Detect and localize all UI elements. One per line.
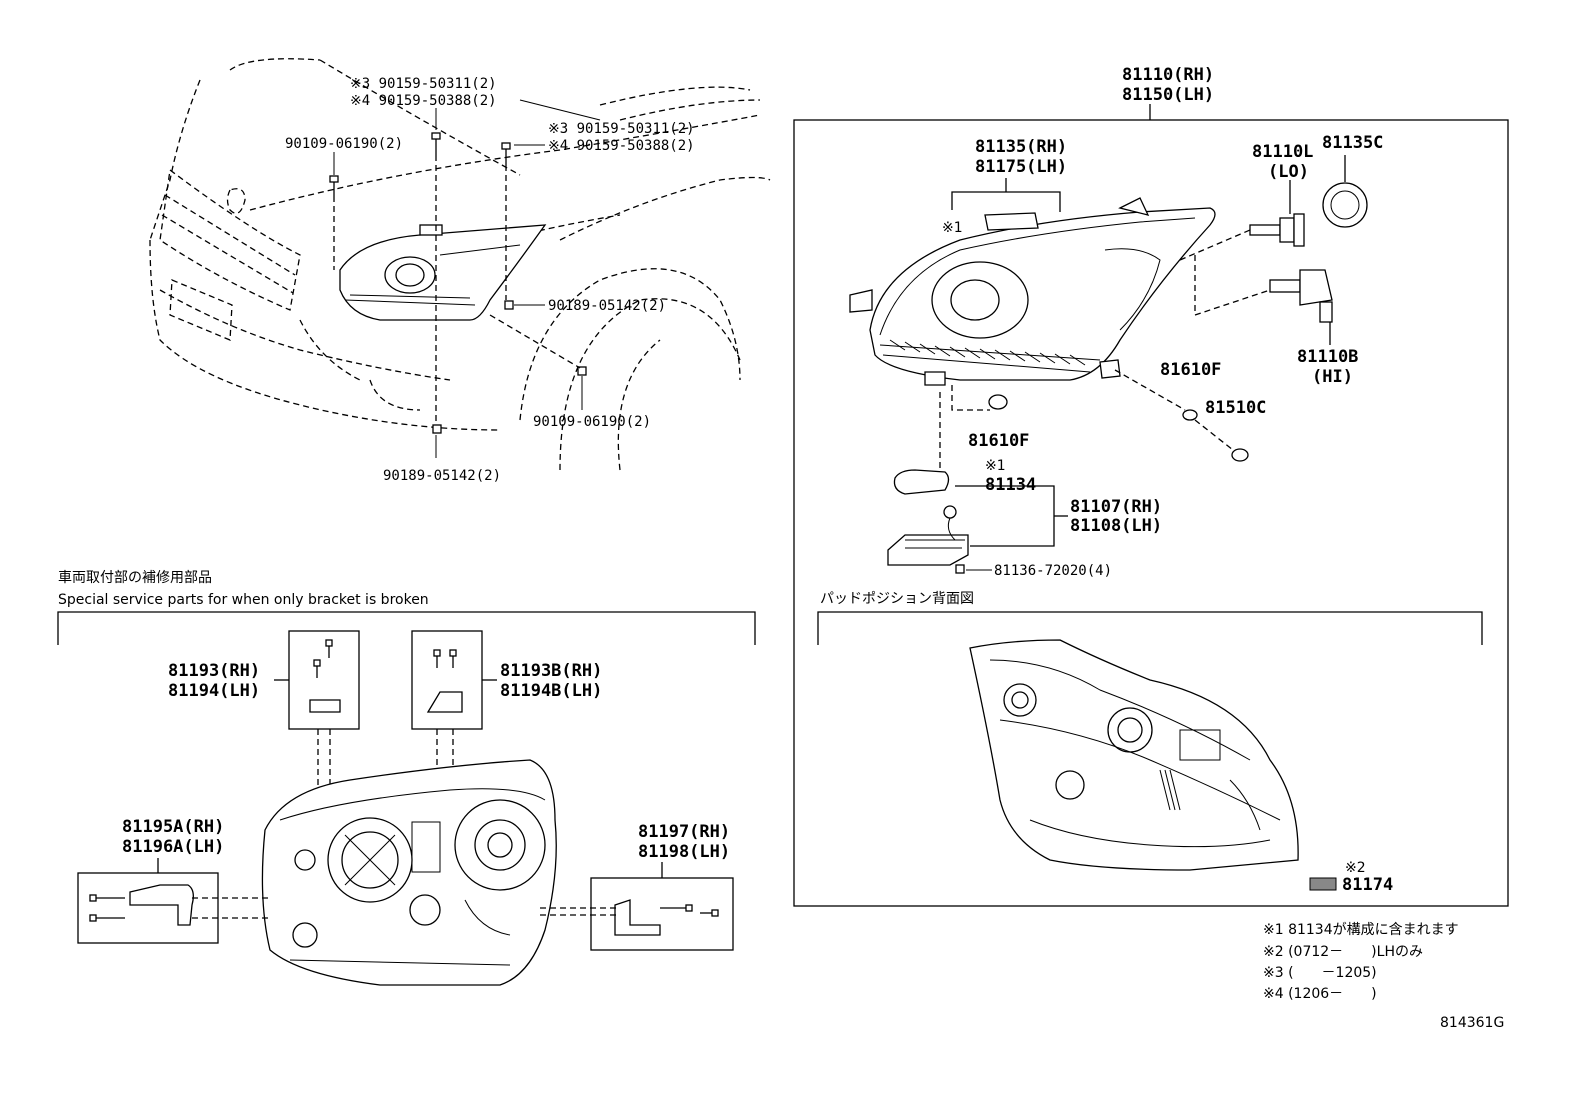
bulb-f-bottom-icon xyxy=(988,394,1008,410)
service-title-jp: 車両取付部の補修用部品 xyxy=(58,569,212,586)
label-ballast-rh: 81107(RH) xyxy=(1070,497,1162,517)
note-4: ※4 (1206－ ) xyxy=(1263,986,1377,1002)
assembly-frame xyxy=(793,104,1509,907)
bulb-hi-icon xyxy=(1269,269,1333,323)
label-housing-rh: 81135(RH) xyxy=(975,137,1067,157)
label-bulb-hi-sub: (HI) xyxy=(1312,367,1353,387)
bulb-c-icon xyxy=(1231,448,1249,462)
label-screw: 81136-72020(4) xyxy=(994,563,1112,579)
screw-icon xyxy=(955,564,965,574)
callout-bolt-b: ※4 90159-50388(2) xyxy=(350,93,497,109)
hatch xyxy=(889,339,1086,366)
note-mark-1a: ※1 xyxy=(942,220,963,236)
note-mark-1b: ※1 xyxy=(985,458,1006,474)
callout-bolt-h: 90189-05142(2) xyxy=(383,468,501,484)
label-bulb-f-right: 81610F xyxy=(1160,360,1221,380)
label-rear-part: 81174 xyxy=(1342,875,1393,895)
label-p4-lh: 81198(LH) xyxy=(638,842,730,862)
bolt-icon xyxy=(504,300,514,310)
headlamp-housing xyxy=(849,197,1216,386)
label-p1-rh: 81193(RH) xyxy=(168,661,260,681)
part-box-2 xyxy=(411,630,483,730)
callout-bolt-a: ※3 90159-50311(2) xyxy=(350,76,497,92)
label-bulb-lo: 81110L xyxy=(1252,142,1313,162)
bolt-icon xyxy=(501,142,511,165)
label-p4-rh: 81197(RH) xyxy=(638,822,730,842)
note-2: ※2 (0712－ )LHのみ xyxy=(1263,944,1423,960)
callout-bolt-c: ※3 90159-50311(2) xyxy=(548,121,695,137)
callout-bolt-g: 90109-06190(2) xyxy=(533,414,651,430)
label-p1-lh: 81194(LH) xyxy=(168,681,260,701)
screw-icon xyxy=(313,639,333,678)
bolt-icon xyxy=(329,175,339,196)
assembly-title-lh: 81150(LH) xyxy=(1122,85,1214,105)
part-box-1 xyxy=(288,630,360,730)
callout-bolt-e: 90109-06190(2) xyxy=(285,136,403,152)
ballast-icon xyxy=(887,534,969,566)
note-3: ※3 ( －1205) xyxy=(1263,965,1377,981)
screw-icon xyxy=(660,904,719,917)
gasket-icon xyxy=(893,469,950,495)
assembly-title-rh: 81110(RH) xyxy=(1122,65,1214,85)
service-headlamp-illustration xyxy=(261,759,557,986)
label-bulb-f-bottom: 81610F xyxy=(968,431,1029,451)
callout-bolt-f: 90189-05142(2) xyxy=(548,298,666,314)
socket-icon xyxy=(1322,182,1368,228)
label-p3-lh: 81196A(LH) xyxy=(122,837,224,857)
bulb-f-right-icon xyxy=(1182,409,1198,421)
rear-view-illustration xyxy=(969,639,1299,871)
part-box-3 xyxy=(77,872,219,944)
service-title-en: Special service parts for when only brac… xyxy=(58,592,429,608)
bulb-lo-icon xyxy=(1249,213,1305,247)
rear-part-swatch xyxy=(1309,877,1337,891)
label-ballast-lh: 81108(LH) xyxy=(1070,516,1162,536)
label-socket-c: 81135C xyxy=(1322,133,1383,153)
label-bulb-c: 81510C xyxy=(1205,398,1266,418)
screw-icon xyxy=(433,649,457,668)
label-bulb-lo-sub: (LO) xyxy=(1268,162,1309,182)
label-p2-lh: 81194B(LH) xyxy=(500,681,602,701)
label-housing-lh: 81175(LH) xyxy=(975,157,1067,177)
label-bulb-hi: 81110B xyxy=(1297,347,1358,367)
label-gasket: 81134 xyxy=(985,475,1036,495)
bolt-icon xyxy=(432,424,442,434)
bolt-icon xyxy=(431,132,441,155)
callout-bolt-d: ※4 90159-50388(2) xyxy=(548,138,695,154)
label-p3-rh: 81195A(RH) xyxy=(122,817,224,837)
label-p2-rh: 81193B(RH) xyxy=(500,661,602,681)
note-1: ※1 81134が構成に含まれます xyxy=(1263,922,1459,938)
rear-note-mark: ※2 xyxy=(1345,860,1366,876)
vehicle-front-illustration xyxy=(149,58,771,471)
rear-view-title: パッドポジション背面図 xyxy=(820,591,974,607)
screw-icon xyxy=(89,894,125,922)
diagram-id: 814361G xyxy=(1440,1015,1504,1031)
bolt-icon xyxy=(577,366,587,376)
